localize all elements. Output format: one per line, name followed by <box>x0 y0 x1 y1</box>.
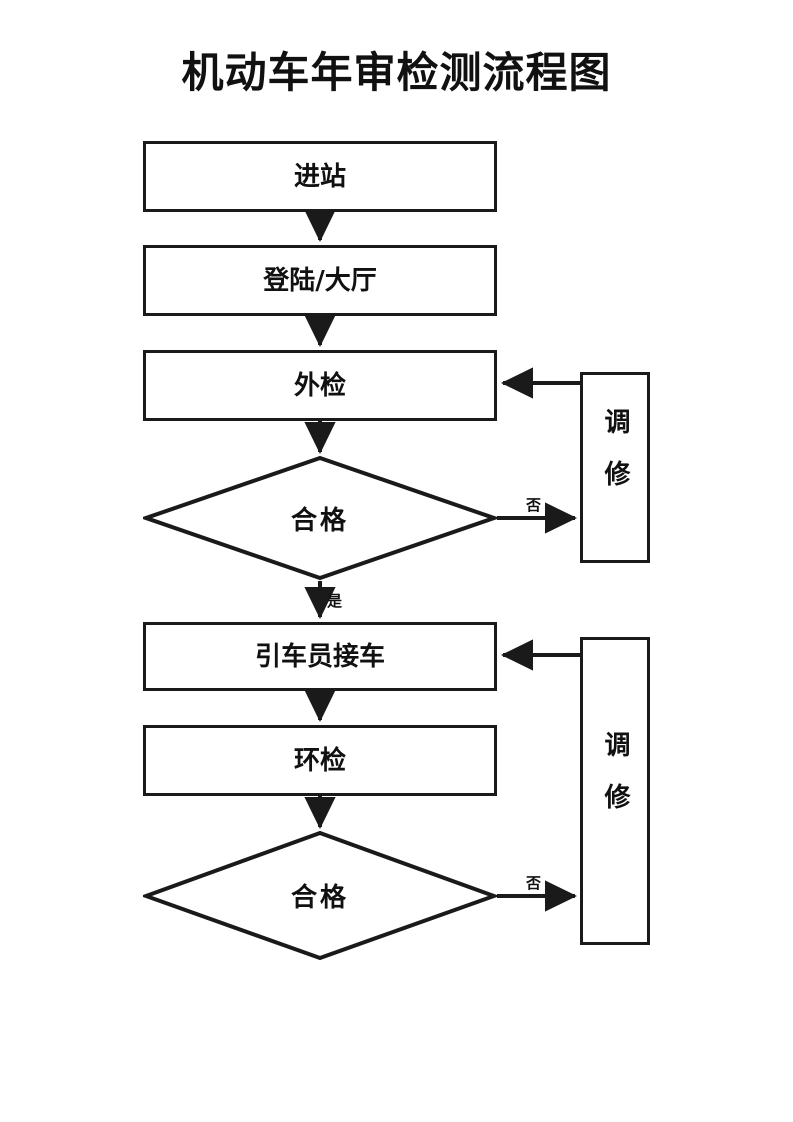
node-repair-2[interactable]: 调修 <box>580 637 650 945</box>
diamond-shape <box>143 455 497 581</box>
node-login-hall[interactable]: 登陆/大厅 <box>143 245 497 316</box>
node-label: 合格 <box>290 505 349 536</box>
node-enter-station[interactable]: 进站 <box>143 141 497 212</box>
node-driver-receive-vehicle[interactable]: 引车员接车 <box>143 622 497 691</box>
node-label: 调修 <box>600 407 630 512</box>
node-qualified-decision-1[interactable]: 合格 <box>143 455 497 581</box>
node-environmental-inspection[interactable]: 环检 <box>143 725 497 796</box>
node-qualified-decision-2[interactable]: 合格 <box>143 830 497 961</box>
edge-label-yes-1: 是 <box>327 592 343 610</box>
node-label: 外检 <box>293 371 346 401</box>
node-label: 引车员接车 <box>254 642 385 672</box>
node-label: 合格 <box>290 883 349 913</box>
node-label: 进站 <box>293 162 346 192</box>
edge-label-no-2: 否 <box>526 874 542 892</box>
page-title: 机动车年审检测流程图 <box>181 48 612 97</box>
node-label: 调修 <box>600 731 630 835</box>
node-label: 环检 <box>293 746 346 776</box>
edge-label-no-1: 否 <box>526 496 542 514</box>
diamond-shape <box>143 830 497 961</box>
node-exterior-inspection[interactable]: 外检 <box>143 350 497 421</box>
node-label: 登陆/大厅 <box>263 266 377 296</box>
node-repair-1[interactable]: 调修 <box>580 372 650 563</box>
